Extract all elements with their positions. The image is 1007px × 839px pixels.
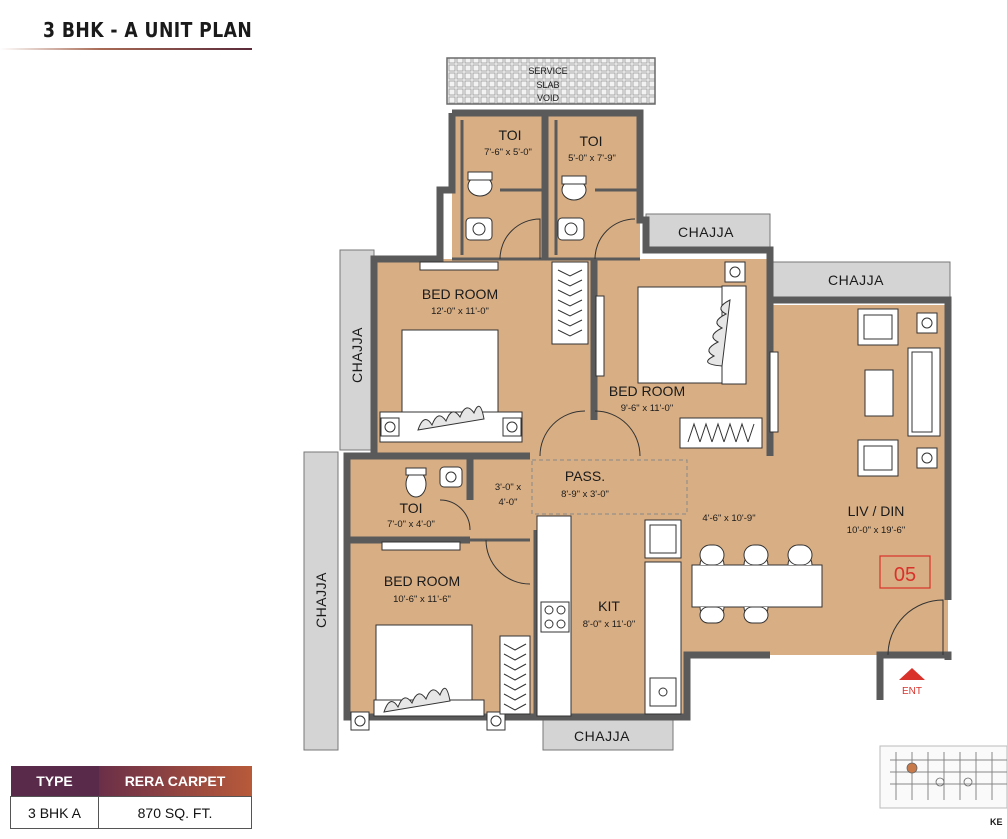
chajja-left-lower [303,451,339,751]
pass-name: PASS. [565,468,605,484]
beds [373,285,747,717]
kit-name: KIT [598,598,620,614]
void-label: VOID [537,93,560,103]
unit-number-box [879,555,931,589]
service-label: SERVICE [528,66,567,76]
thin-walls [347,120,640,542]
pass-dim: 8'-9" x 3'-0" [561,489,609,500]
chajja-top-right-label: CHAJJA [828,272,884,288]
header-rera-carpet: RERA CARPET [98,766,252,797]
toi3-name: TOI [399,500,422,516]
liv-dim: 10'-0" x 19'-6" [847,525,905,536]
chajja-left-lower-label: CHAJJA [313,572,329,628]
cell-rera-carpet: 870 SQ. FT. [98,796,252,829]
pass-small-dim-1: 3'-0" x [495,482,522,493]
toi1-dim: 7'-6" x 5'-0" [484,147,532,158]
slab-label: SLAB [536,80,559,90]
side-tables [350,261,938,731]
header-type: TYPE [10,766,99,797]
page-header: 3 BHK - A UNIT PLAN [0,0,252,50]
bed3-dim: 10'-6" x 11'-6" [393,594,451,605]
table-row: 3 BHK A 870 SQ. FT. [10,796,252,829]
chajja-top-middle-label: CHAJJA [678,224,734,240]
door-swings [439,218,944,656]
bed1-name: BED ROOM [422,286,498,302]
living-furniture [691,308,941,624]
passage-zone [531,459,688,515]
chajja-top-right [769,261,951,299]
toi2-dim: 5'-0" x 7'-9" [568,153,616,164]
chajja-left-upper-label: CHAJJA [349,327,365,383]
cell-type: 3 BHK A [10,796,99,829]
toilet-fixtures [405,171,587,498]
window-ledges [381,261,779,551]
chajja-left-upper [339,249,375,451]
unit-info-table: TYPE RERA CARPET 3 BHK A 870 SQ. FT. [10,766,252,829]
wardrobes [499,261,763,715]
service-slab [446,57,656,105]
entry-arrow-icon [899,668,925,680]
bed2-dim: 9'-6" x 11'-0" [621,403,673,414]
table-header-row: TYPE RERA CARPET [10,766,252,797]
key-label: KE [990,817,1003,827]
bed3-name: BED ROOM [384,573,460,589]
kitchen-fixtures [536,515,682,717]
toi1-name: TOI [498,127,521,143]
title-underline [0,48,252,50]
liv-name: LIV / DIN [848,503,905,519]
chajja-bottom-label: CHAJJA [574,728,630,744]
key-plan: KE [879,745,1007,827]
chajja-top-middle [645,213,771,251]
bed1-dim: 12'-0" x 11'-0" [431,306,489,317]
toi3-dim: 7'-0" x 4'-0" [387,519,435,530]
din-dim: 4'-6" x 10'-9" [702,513,755,524]
unit-number: 05 [894,564,916,586]
entry-label: ENT [902,686,922,697]
kit-dim: 8'-0" x 11'-0" [583,619,635,630]
pass-small-dim-2: 4'-0" [499,497,518,508]
toi2-name: TOI [579,133,602,149]
bed2-name: BED ROOM [609,383,685,399]
page-title: 3 BHK - A UNIT PLAN [42,18,252,42]
